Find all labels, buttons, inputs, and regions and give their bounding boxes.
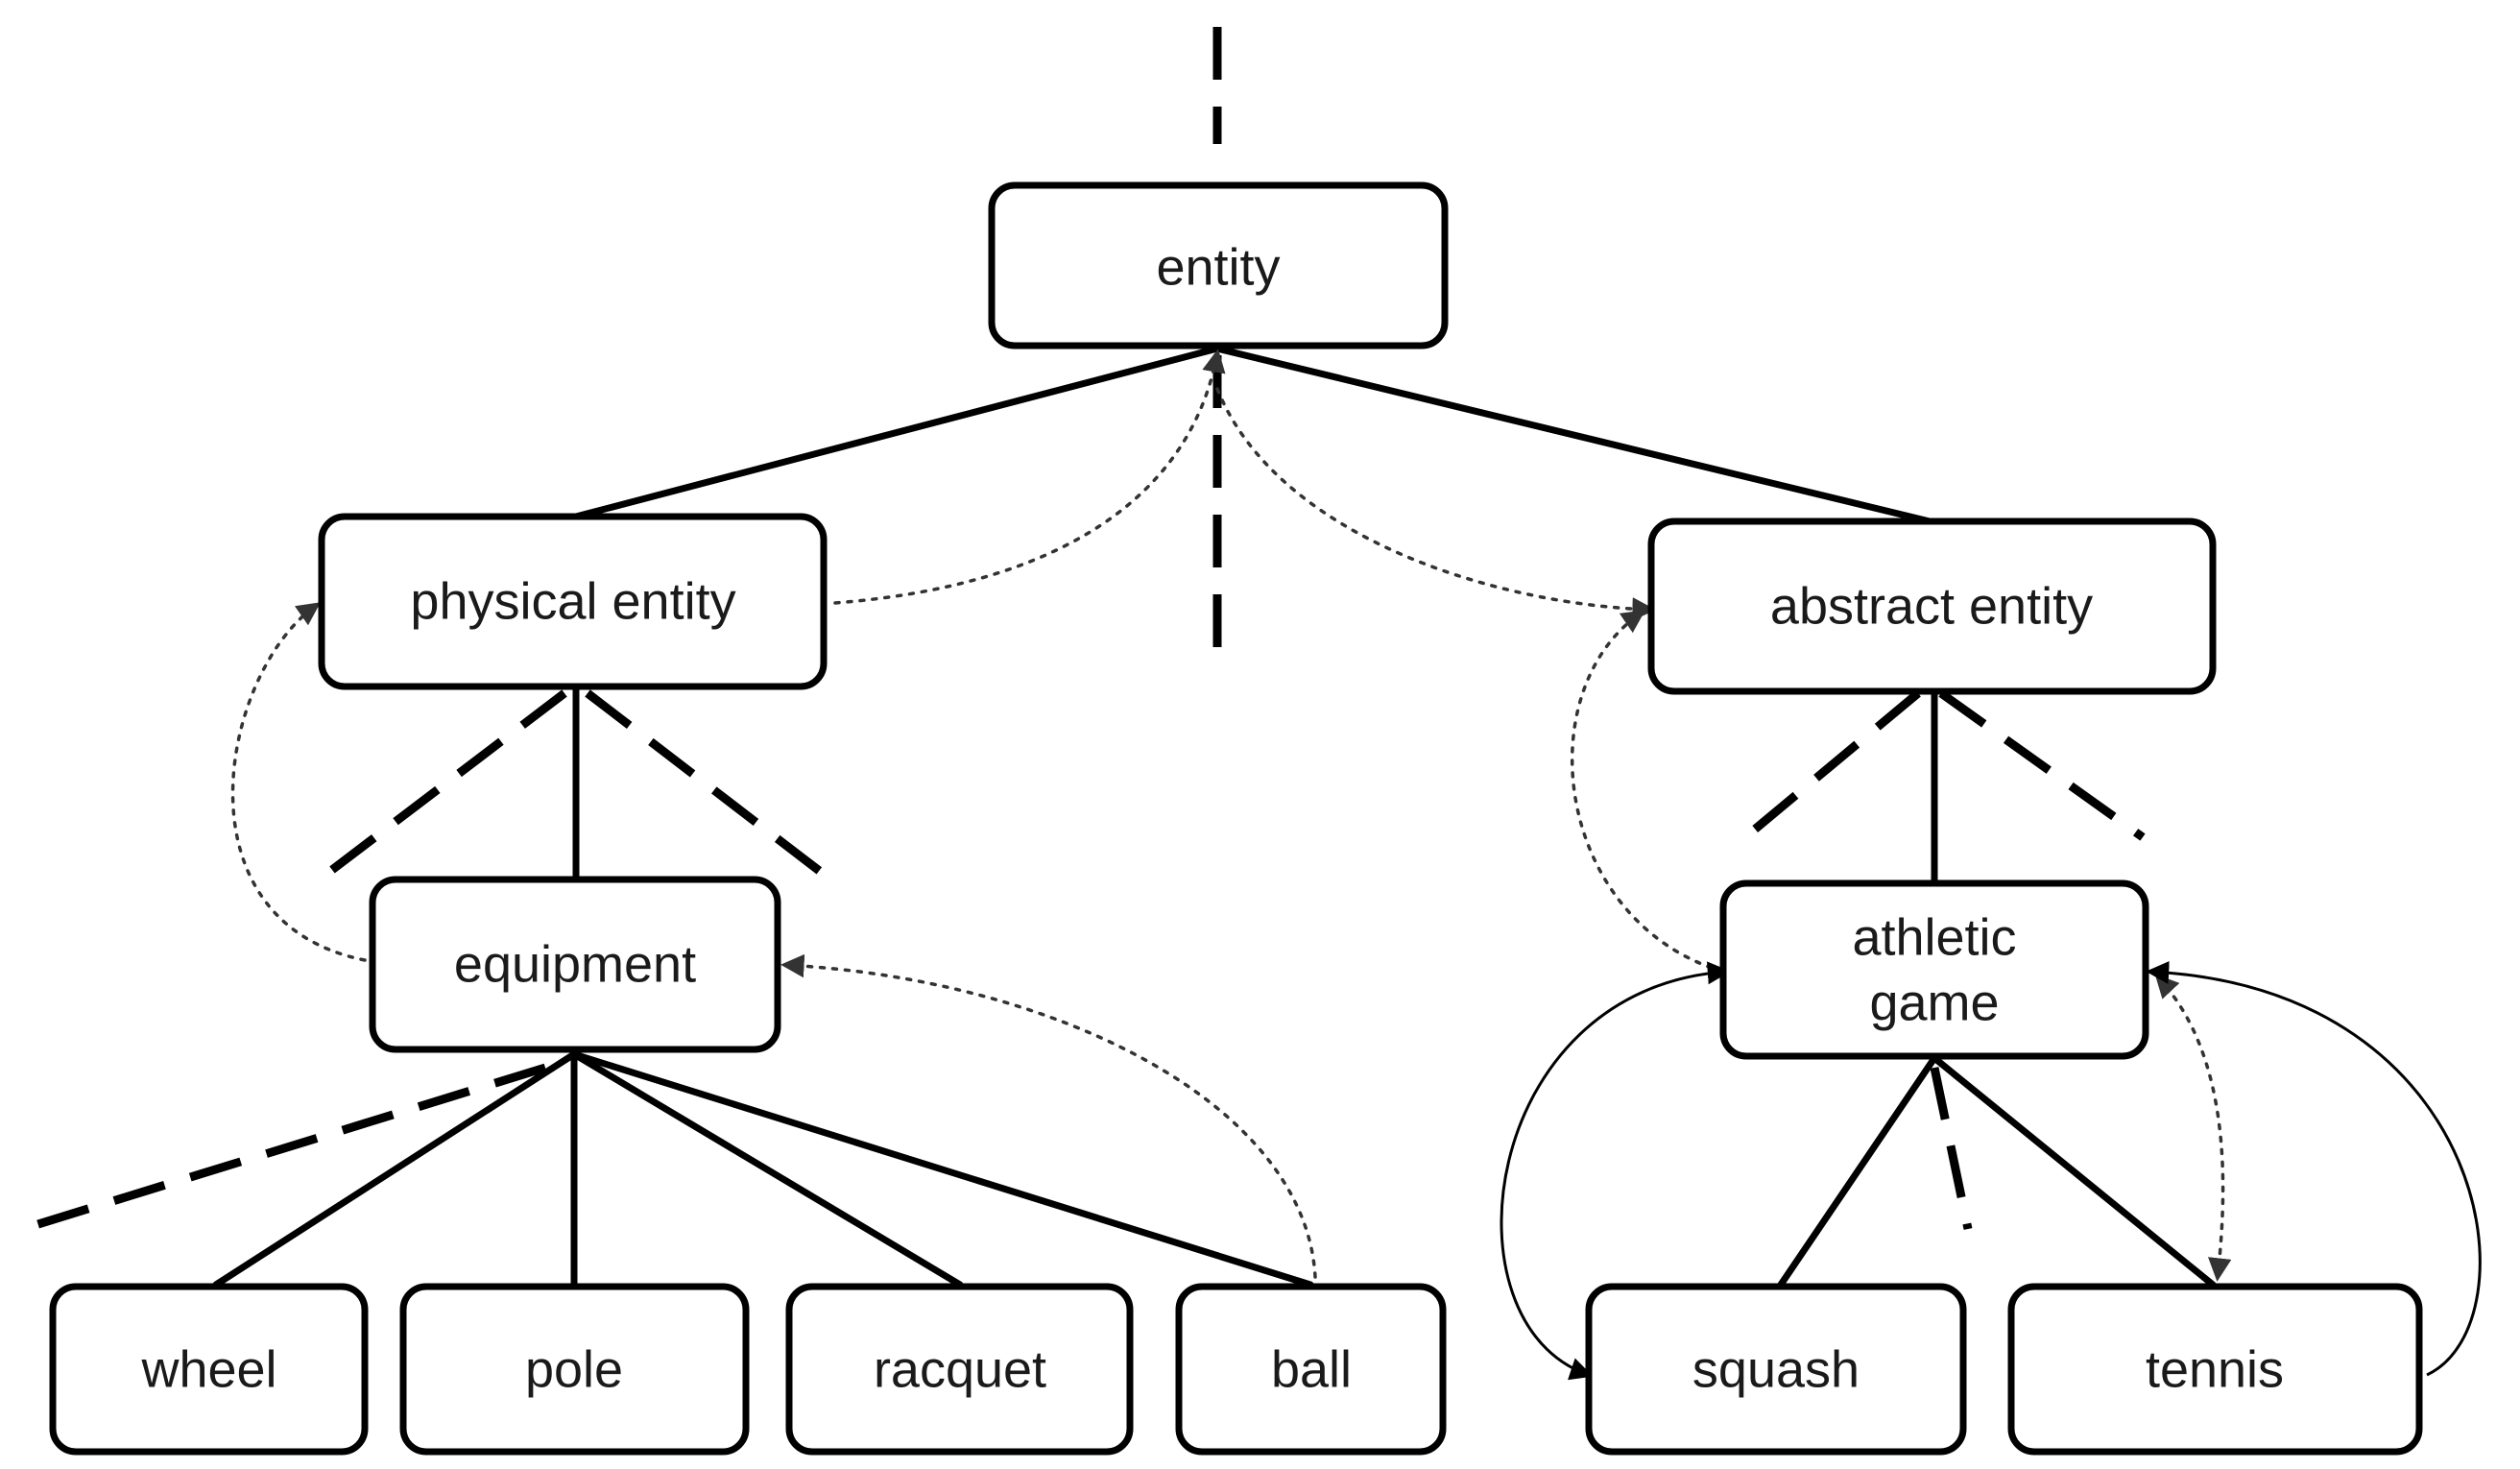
edge-athletic-squash [1777, 1054, 1938, 1288]
node-athletic-game-label-line1: athletic [1852, 908, 2016, 966]
dotted-arrow-entity-to-abstract [1215, 387, 1656, 621]
node-athletic-game: athletic game [1719, 879, 2149, 1060]
node-entity: entity [988, 181, 1449, 349]
dotted-arrow-ball-to-equipment [780, 953, 1317, 1279]
node-racquet-label: racquet [874, 1340, 1046, 1398]
node-pole: pole [399, 1283, 750, 1456]
curved-relations [1500, 960, 2482, 1381]
edge-entity-physical [572, 345, 1221, 520]
node-abstract-entity: abstract entity [1647, 518, 2217, 695]
dotted-relations [230, 349, 2232, 1282]
dashed-line-athletic-down [1930, 1067, 1973, 1230]
edge-athletic-tennis [1931, 1054, 2217, 1288]
curved-arrow-athletic-squash [1500, 961, 1731, 1381]
hierarchy-edges [212, 345, 2217, 1288]
dotted-arrow-athletic-to-abstract [1571, 610, 1725, 974]
node-wheel: wheel [49, 1283, 369, 1456]
node-tennis: tennis [2007, 1283, 2423, 1456]
node-athletic-game-label-line2: game [1869, 974, 1999, 1031]
node-squash: squash [1585, 1283, 1967, 1456]
node-squash-label: squash [1692, 1340, 1860, 1398]
dashed-line-physical-left [322, 689, 567, 879]
dashed-line-equipment-left [27, 1063, 547, 1232]
dashed-line-abstract-right [1938, 689, 2146, 841]
node-physical-entity: physical entity [318, 513, 828, 690]
node-physical-entity-label: physical entity [410, 572, 735, 630]
node-racquet: racquet [785, 1283, 1134, 1456]
node-equipment-label: equipment [454, 935, 696, 993]
node-tennis-label: tennis [2146, 1340, 2284, 1398]
dashed-line-abstract-left [1742, 689, 1921, 841]
edge-equipment-racquet [570, 1050, 964, 1288]
node-wheel-label: wheel [140, 1340, 276, 1398]
node-abstract-entity-label: abstract entity [1770, 577, 2093, 635]
curved-arrow-tennis-to-athletic [2146, 960, 2482, 1377]
edge-equipment-ball [570, 1050, 1314, 1288]
edge-equipment-wheel [212, 1050, 578, 1288]
dotted-arrow-physical-to-entity [833, 349, 1226, 605]
node-ball: ball [1175, 1283, 1447, 1456]
dashed-line-physical-right [585, 689, 828, 879]
node-equipment: equipment [369, 876, 781, 1053]
node-pole-label: pole [525, 1340, 623, 1398]
edge-entity-abstract [1213, 345, 1933, 525]
node-ball-label: ball [1271, 1340, 1352, 1398]
node-entity-label: entity [1156, 238, 1280, 296]
dotted-arrow-athletic-tennis [2154, 974, 2232, 1282]
dashed-separators [27, 27, 2146, 1232]
